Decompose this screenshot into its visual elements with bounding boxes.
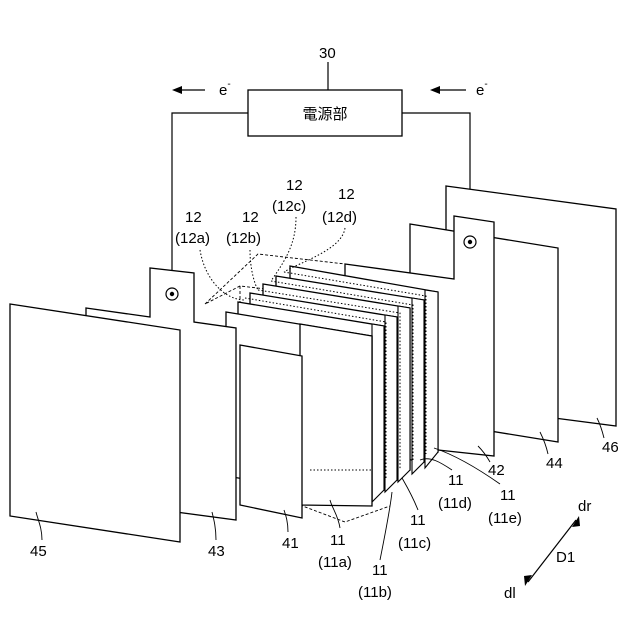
leader-11b [380,492,392,560]
direction-arrow-dr [572,516,580,527]
direction-dl-label: dl [504,585,516,602]
plate-43-terminal-dot [170,292,174,296]
label-11e-sub: (11e) [488,510,522,527]
label-11c-num: 11 [410,512,426,529]
left-electron-arrowhead [172,86,182,94]
label-12a-sub: (12a) [175,230,210,247]
cell-11a [300,324,372,506]
direction-d1-label: D1 [556,549,575,566]
label-11d-sub: (11d) [438,495,472,512]
plate-41 [240,345,302,518]
cell-11e-edge [412,298,424,474]
leader-11c [402,478,418,510]
right-electron-label: e- [476,79,488,99]
stack-bottom-frame [300,505,390,522]
power-unit-ref-label: 30 [319,45,336,62]
direction-dr-label: dr [578,498,591,515]
leader-12a [200,250,245,300]
plate-42-terminal-dot [468,240,472,244]
cell-11c-edge [385,315,397,492]
label-42: 42 [488,462,505,479]
power-unit-label: 電源部 [302,105,347,123]
label-12b-sub: (12b) [226,230,261,247]
label-11b-num: 11 [372,562,388,579]
label-41: 41 [282,535,299,552]
label-11c-sub: (11c) [398,535,431,552]
label-45: 45 [30,543,47,560]
label-43: 43 [208,543,225,560]
cell-11b-edge [372,324,384,502]
label-11b-sub: (11b) [358,584,392,601]
label-11d-num: 11 [448,472,464,489]
label-12c-sub: (12c) [272,198,306,215]
plate-45 [10,304,180,542]
left-electron-label: e- [219,79,231,99]
label-11a-sub: (11a) [318,554,352,571]
label-12c-num: 12 [286,177,303,194]
left-wire [172,113,248,294]
label-12b-num: 12 [242,209,259,226]
label-11e-num: 11 [500,487,516,504]
label-12d-num: 12 [338,186,355,203]
label-12d-sub: (12d) [322,209,357,226]
leader-12d [284,228,345,272]
direction-arrow-dl [524,575,532,586]
label-46: 46 [602,439,619,456]
right-electron-arrowhead [430,86,440,94]
label-11a-num: 11 [330,532,346,549]
label-12a-num: 12 [185,209,202,226]
cell-11e-side [425,290,438,468]
label-44: 44 [546,455,563,472]
leader-12b [250,250,258,290]
